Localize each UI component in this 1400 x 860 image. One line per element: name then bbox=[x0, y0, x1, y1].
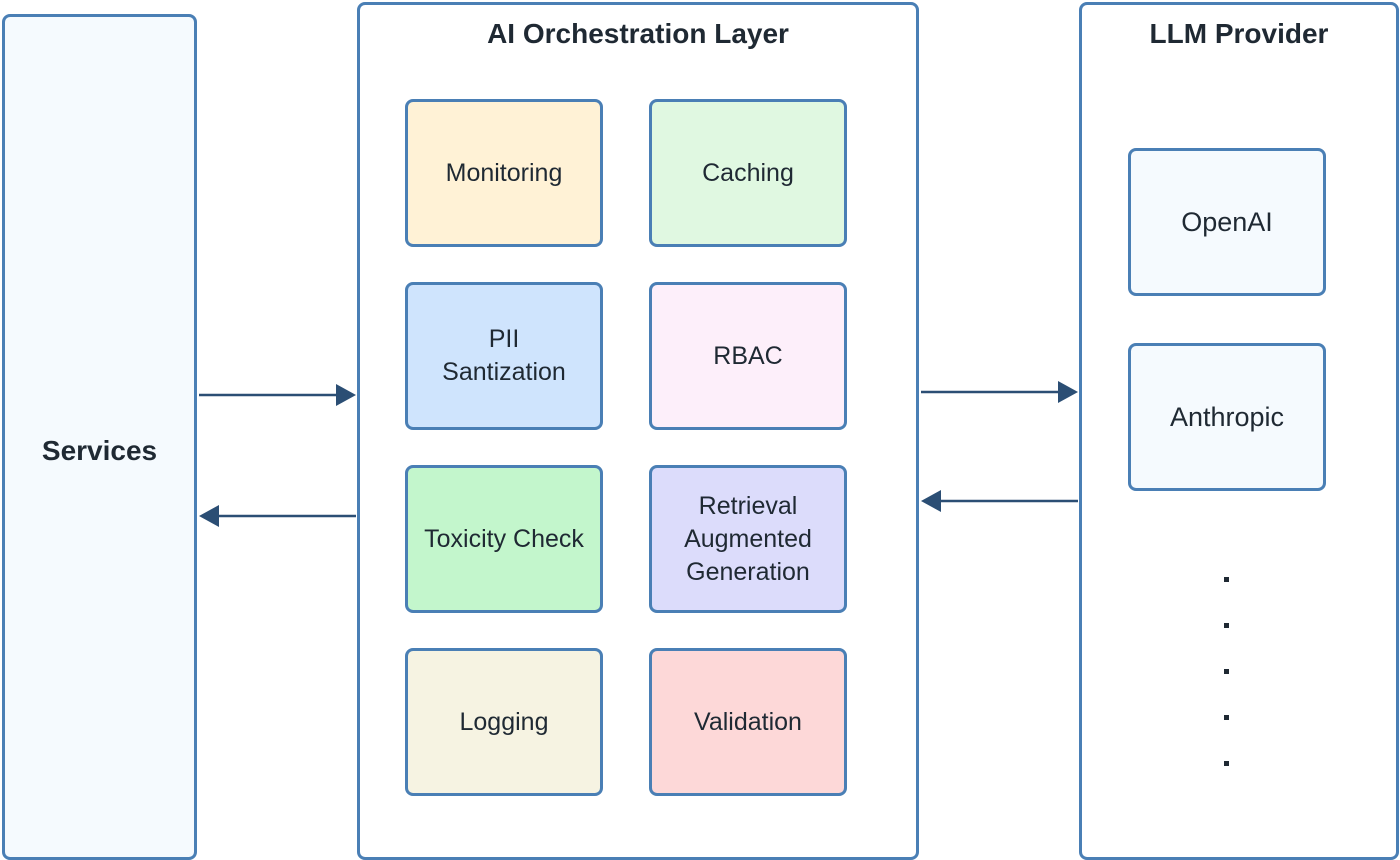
module-label: Monitoring bbox=[445, 158, 563, 187]
provider-label: Anthropic bbox=[1169, 401, 1285, 432]
services-label: Services bbox=[41, 435, 158, 466]
module-label: Retrieval Augmented Generation bbox=[684, 491, 812, 586]
ellipsis-dot bbox=[1224, 669, 1229, 674]
anthropic-provider: Anthropic bbox=[1128, 343, 1326, 491]
rag-module: Retrieval Augmented Generation bbox=[649, 465, 847, 613]
arrow-services-to-orchestration bbox=[199, 384, 356, 406]
module-label: Caching bbox=[702, 158, 794, 187]
ellipsis-dot bbox=[1224, 577, 1229, 582]
openai-provider: OpenAI bbox=[1128, 148, 1326, 296]
ellipsis-dot bbox=[1224, 715, 1229, 720]
arrow-llm-to-orchestration bbox=[921, 490, 1078, 512]
provider-label: OpenAI bbox=[1181, 206, 1273, 237]
services-panel: Services bbox=[2, 14, 197, 860]
arrow-orchestration-to-services bbox=[199, 505, 356, 527]
module-label: Logging bbox=[459, 707, 549, 736]
module-label: PII Santization bbox=[442, 325, 566, 386]
llm-provider-title: LLM Provider bbox=[1149, 18, 1329, 49]
validation-module: Validation bbox=[649, 648, 847, 796]
pii-sanitization-module: PII Santization bbox=[405, 282, 603, 430]
caching-module: Caching bbox=[649, 99, 847, 247]
monitoring-module: Monitoring bbox=[405, 99, 603, 247]
module-label: RBAC bbox=[713, 341, 783, 370]
ellipsis-dot bbox=[1224, 623, 1229, 628]
toxicity-check-module: Toxicity Check bbox=[405, 465, 603, 613]
logging-module: Logging bbox=[405, 648, 603, 796]
orchestration-layer-title: AI Orchestration Layer bbox=[487, 18, 789, 49]
module-label: Toxicity Check bbox=[424, 524, 584, 553]
ellipsis-dot bbox=[1224, 761, 1229, 766]
arrow-orchestration-to-llm bbox=[921, 381, 1078, 403]
module-label: Validation bbox=[694, 707, 802, 736]
rbac-module: RBAC bbox=[649, 282, 847, 430]
